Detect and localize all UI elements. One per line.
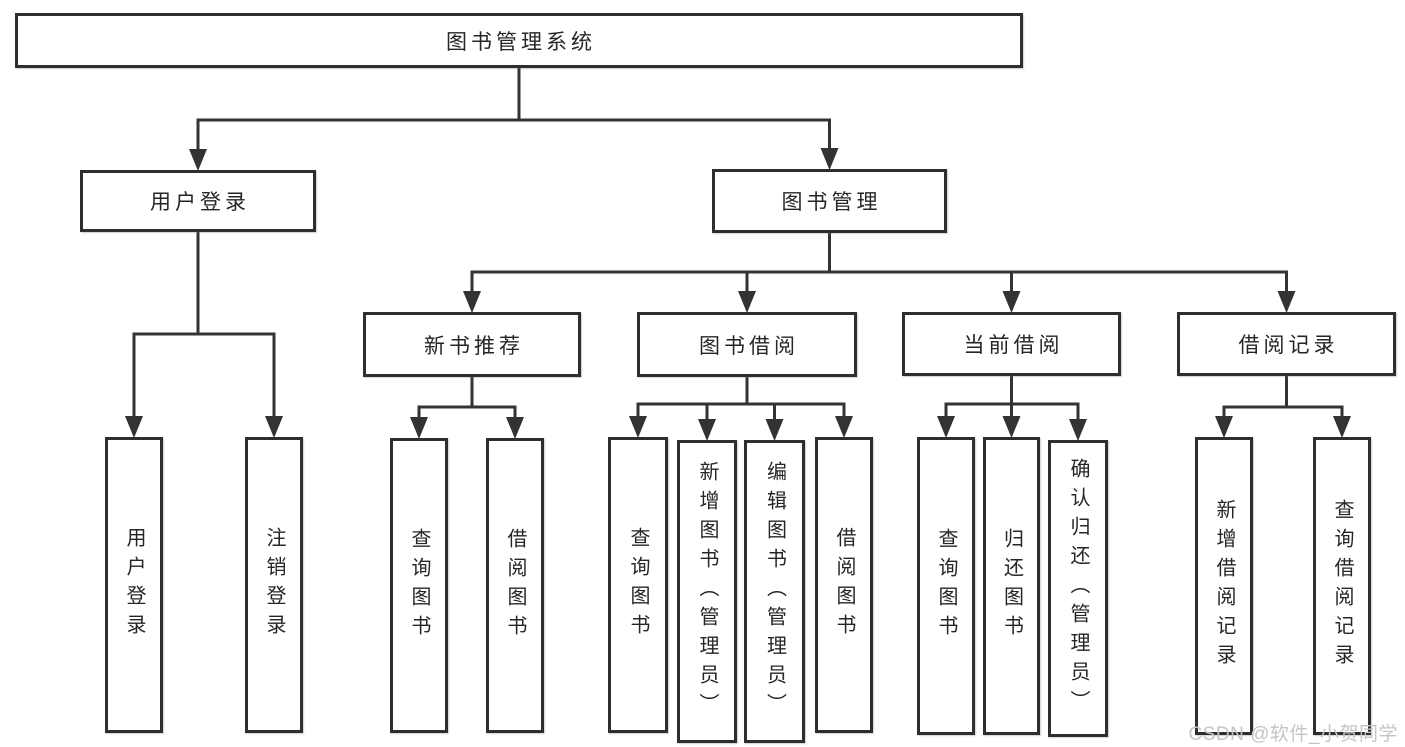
node-book-management: 图书管理 <box>712 169 947 233</box>
node-user-login: 用户登录 <box>80 170 316 232</box>
leaf-edit-books-admin: 编辑图书（管理员） <box>744 440 805 743</box>
leaf-borrow-books-borrowing-label: 借阅图书 <box>833 527 855 643</box>
node-new-book-recommendation-label: 新书推荐 <box>424 334 524 358</box>
arrowhead-down-icon <box>1215 416 1233 438</box>
arrowhead-down-icon <box>835 416 853 438</box>
leaf-return-books-label: 归还图书 <box>1000 528 1023 644</box>
leaf-query-books-recommend: 查询图书 <box>390 438 448 733</box>
leaf-add-borrow-record: 新增借阅记录 <box>1195 437 1253 735</box>
watermark: CSDN @软件_小贺同学 <box>1188 724 1398 745</box>
leaf-add-books-admin: 新增图书（管理员） <box>677 440 737 743</box>
arrowhead-down-icon <box>125 416 143 438</box>
arrowhead-down-icon <box>1277 291 1296 313</box>
node-current-borrowing: 当前借阅 <box>902 312 1121 376</box>
arrowhead-down-icon <box>506 417 524 439</box>
leaf-query-books-borrowing-label: 查询图书 <box>627 527 649 643</box>
leaf-edit-books-admin-label: 编辑图书（管理员） <box>763 461 786 722</box>
leaf-borrow-books-recommend: 借阅图书 <box>486 438 544 733</box>
arrowhead-down-icon <box>629 416 647 438</box>
leaf-user-login-label: 用户登录 <box>123 527 145 643</box>
leaf-query-books-current-label: 查询图书 <box>935 528 957 644</box>
arrowhead-down-icon <box>410 417 428 439</box>
node-book-borrowing-label: 图书借阅 <box>699 334 799 358</box>
arrowhead-down-icon <box>1002 416 1021 438</box>
leaf-query-books-recommend-label: 查询图书 <box>408 527 430 644</box>
leaf-borrow-books-borrowing: 借阅图书 <box>815 437 873 733</box>
arrowhead-down-icon <box>1333 416 1351 438</box>
leaf-query-books-current: 查询图书 <box>917 437 975 735</box>
node-library-management-system-label: 图书管理系统 <box>446 30 596 54</box>
node-new-book-recommendation: 新书推荐 <box>363 312 581 377</box>
leaf-confirm-return-admin-label: 确认归还（管理员） <box>1067 458 1089 719</box>
leaf-confirm-return-admin: 确认归还（管理员） <box>1048 440 1108 737</box>
arrowhead-down-icon <box>820 148 839 170</box>
arrowhead-down-icon <box>265 416 283 438</box>
leaf-logout-login-label: 注销登录 <box>263 527 285 643</box>
leaf-query-borrow-record-label: 查询借阅记录 <box>1331 499 1353 673</box>
node-borrowing-records-label: 借阅记录 <box>1238 334 1339 357</box>
arrowhead-down-icon <box>738 291 756 313</box>
leaf-add-books-admin-label: 新增图书（管理员） <box>696 461 718 722</box>
arrowhead-down-icon <box>189 149 207 171</box>
node-borrowing-records: 借阅记录 <box>1177 312 1396 376</box>
arrowhead-down-icon <box>698 419 716 441</box>
leaf-logout-login: 注销登录 <box>245 437 303 733</box>
node-book-borrowing: 图书借阅 <box>637 312 857 377</box>
leaf-add-borrow-record-label: 新增借阅记录 <box>1213 499 1235 673</box>
node-current-borrowing-label: 当前借阅 <box>963 334 1064 357</box>
arrowhead-down-icon <box>765 419 784 441</box>
leaf-return-books: 归还图书 <box>983 437 1040 735</box>
arrowhead-down-icon <box>937 416 955 438</box>
node-library-management-system: 图书管理系统 <box>15 13 1023 68</box>
node-user-login-label: 用户登录 <box>150 191 250 214</box>
node-book-management-label: 图书管理 <box>781 191 882 214</box>
arrowhead-down-icon <box>463 291 481 313</box>
leaf-query-borrow-record: 查询借阅记录 <box>1313 437 1371 735</box>
leaf-user-login: 用户登录 <box>105 437 163 733</box>
arrowhead-down-icon <box>1069 419 1087 441</box>
leaf-query-books-borrowing: 查询图书 <box>608 437 668 733</box>
leaf-borrow-books-recommend-label: 借阅图书 <box>504 527 526 644</box>
arrowhead-down-icon <box>1002 291 1021 313</box>
